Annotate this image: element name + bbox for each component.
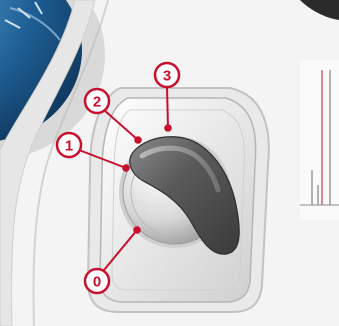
svg-text:1: 1 bbox=[65, 138, 73, 155]
svg-text:3: 3 bbox=[163, 68, 171, 85]
svg-text:0: 0 bbox=[93, 274, 101, 291]
callout-1: 1 bbox=[57, 133, 81, 157]
callout-0: 0 bbox=[85, 269, 109, 293]
callout-2: 2 bbox=[85, 89, 109, 113]
callout-3: 3 bbox=[155, 63, 179, 87]
svg-text:2: 2 bbox=[93, 94, 101, 111]
